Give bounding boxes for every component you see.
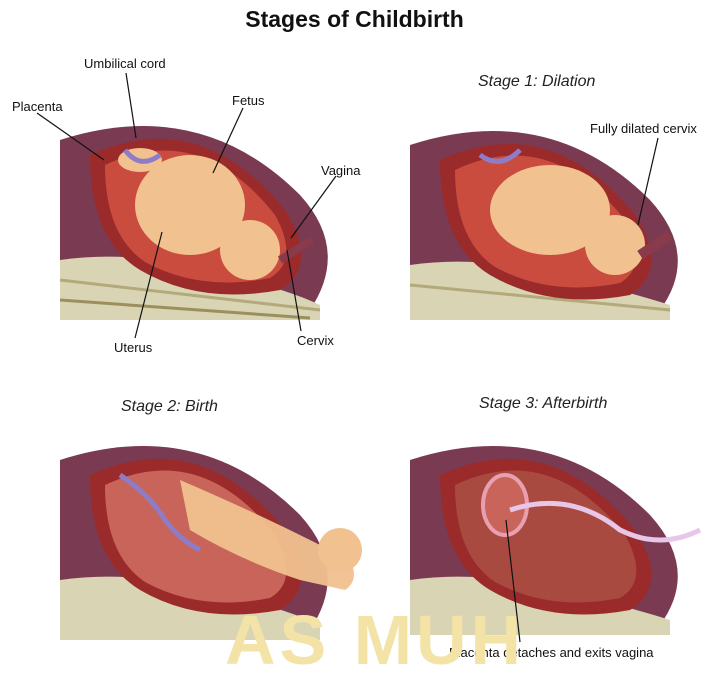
watermark-text: AS MUH bbox=[225, 600, 525, 680]
